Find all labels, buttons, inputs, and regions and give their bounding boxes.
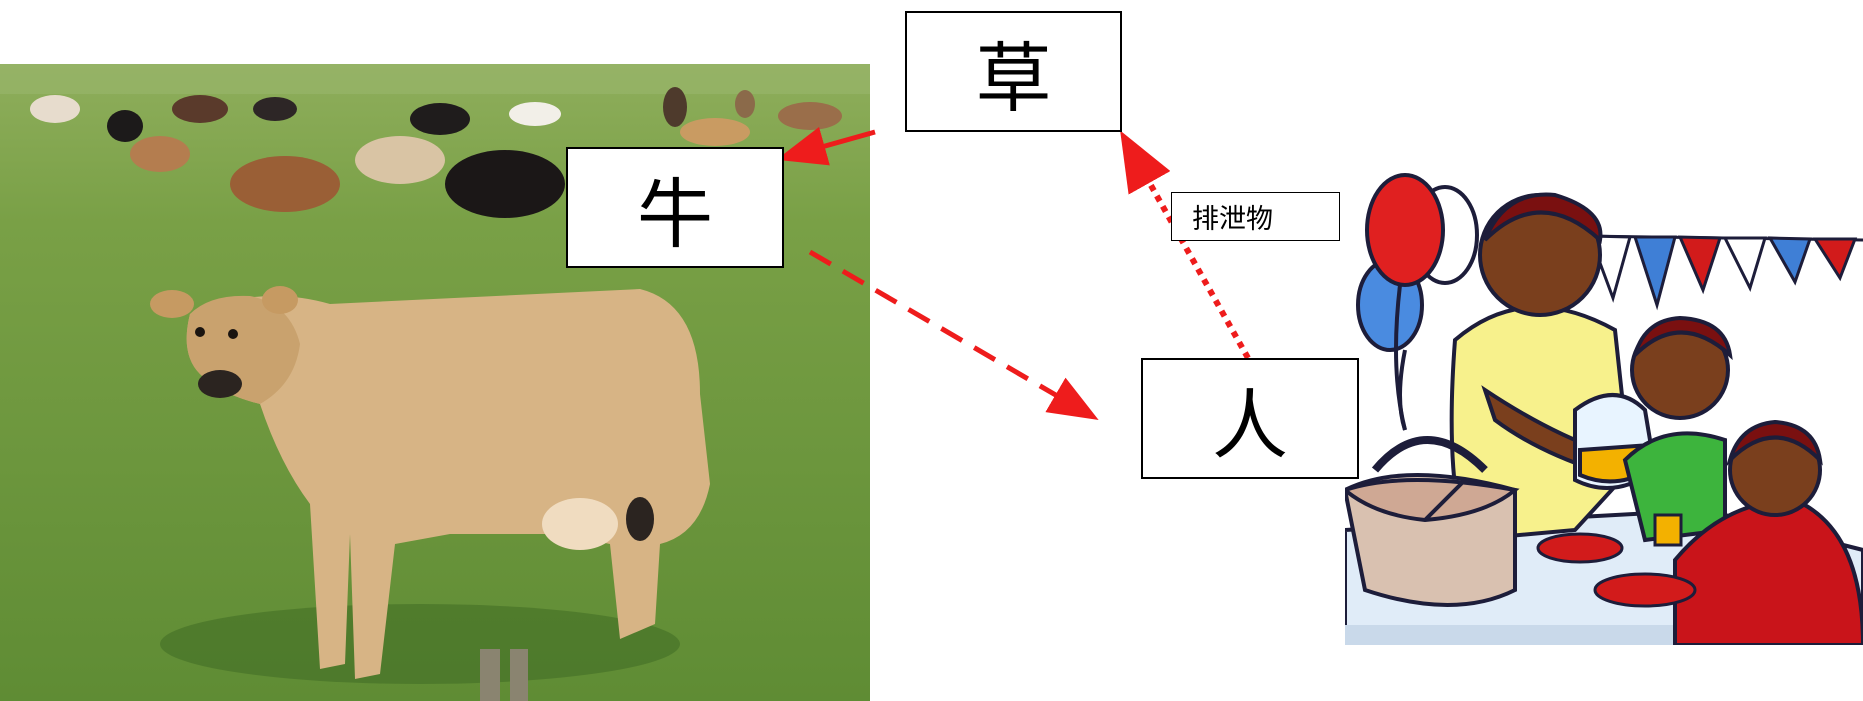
edge-label-excreta-text: 排泄物 <box>1192 204 1273 235</box>
boy-figures <box>1622 315 1863 645</box>
edge-label-excreta: 排泄物 <box>1171 192 1340 241</box>
node-grass-label: 草 <box>975 33 1052 123</box>
node-cow-label: 牛 <box>637 169 713 259</box>
node-human: 人 <box>1141 358 1359 479</box>
node-grass: 草 <box>905 11 1122 132</box>
main-cow <box>150 286 710 684</box>
plates <box>1536 532 1697 608</box>
woman-figure <box>1449 192 1633 543</box>
node-human-label: 人 <box>1212 380 1288 470</box>
background-cows <box>30 87 842 218</box>
family-picnic-clipart <box>1345 173 1863 645</box>
arrow-human-to-grass <box>1120 130 1251 360</box>
picnic-basket <box>1345 436 1520 607</box>
balloons <box>1356 173 1479 431</box>
node-cow: 牛 <box>566 147 784 268</box>
